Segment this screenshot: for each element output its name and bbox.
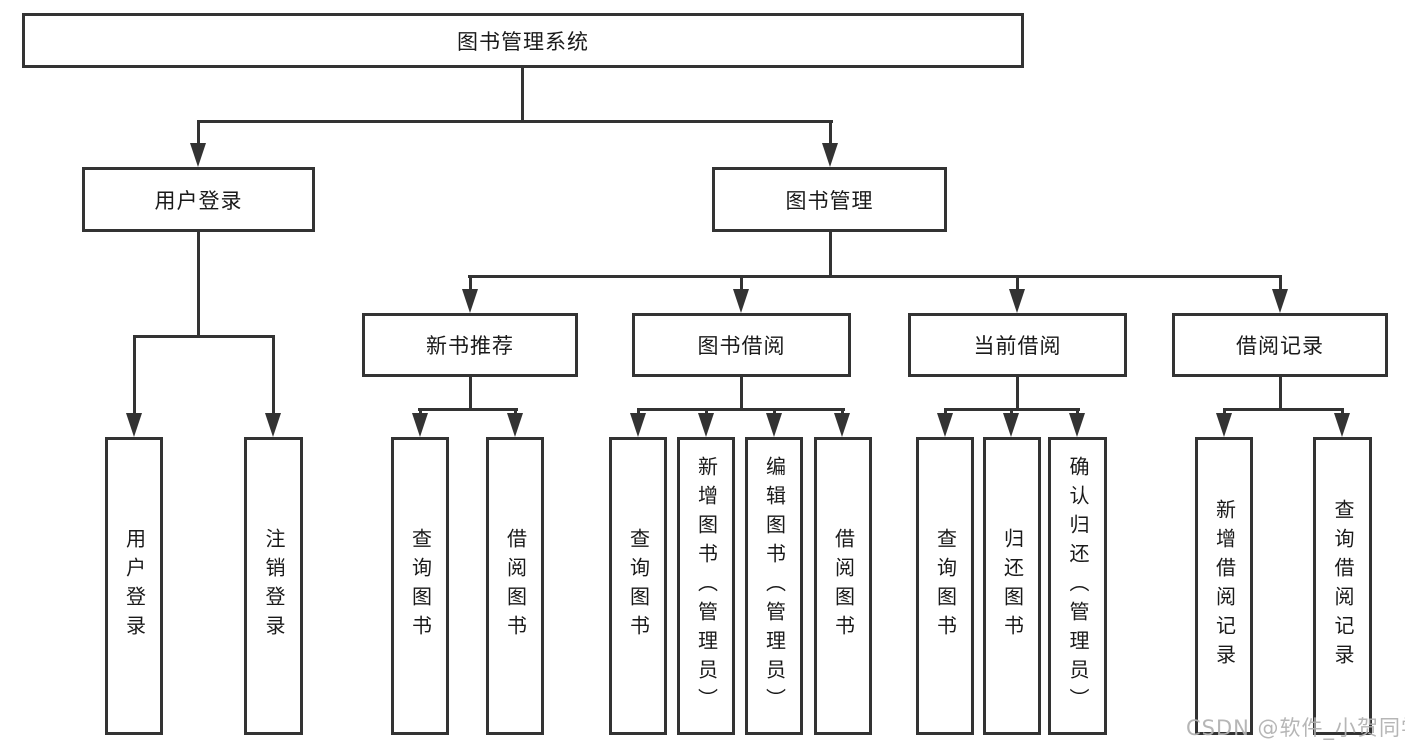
connector-drop	[514, 408, 517, 416]
arrow-down-icon	[507, 413, 523, 437]
connector-stem	[1279, 377, 1282, 411]
connector-rail	[1223, 408, 1344, 411]
leaf-query-books-current-label: 查询图书	[933, 528, 958, 644]
node-new-book-recommend-label: 新书推荐	[426, 334, 514, 358]
leaf-query-books-recommend: 查询图书	[391, 437, 449, 735]
leaf-query-books-current: 查询图书	[916, 437, 974, 735]
arrow-down-icon	[822, 143, 838, 167]
connector-drop	[133, 335, 136, 415]
leaf-borrow-books-recommend: 借阅图书	[486, 437, 544, 735]
connector-drop	[1279, 275, 1282, 291]
arrow-down-icon	[733, 289, 749, 313]
leaf-return-book-label: 归还图书	[1000, 528, 1025, 644]
leaf-confirm-return-admin-label: 确认归还（管理员）	[1066, 455, 1090, 717]
leaf-borrow-books-2: 借阅图书	[814, 437, 872, 735]
arrow-down-icon	[1334, 413, 1350, 437]
connector-drop	[1010, 408, 1013, 416]
connector-drop	[740, 275, 743, 291]
leaf-add-book-admin-label: 新增图书（管理员）	[694, 455, 719, 717]
connector-rail	[637, 408, 845, 411]
connector-drop	[1341, 408, 1344, 416]
arrow-down-icon	[412, 413, 428, 437]
connector-drop	[1223, 408, 1226, 416]
arrow-down-icon	[698, 413, 714, 437]
connector-drop	[829, 120, 832, 145]
leaf-logout-login-label: 注销登录	[262, 528, 286, 644]
arrow-down-icon	[766, 413, 782, 437]
leaf-query-books-recommend-label: 查询图书	[408, 528, 433, 644]
leaf-user-login: 用户登录	[105, 437, 163, 735]
node-borrow-records: 借阅记录	[1172, 313, 1388, 377]
connector-drop	[1016, 275, 1019, 291]
node-current-borrow-label: 当前借阅	[973, 334, 1062, 358]
connector-userlogin-stem	[197, 232, 200, 338]
connector-drop	[773, 408, 776, 416]
connector-drop	[841, 408, 844, 416]
node-book-management-label: 图书管理	[785, 188, 874, 213]
connector-stem	[469, 377, 472, 411]
connector-root-rail	[197, 120, 833, 123]
node-new-book-recommend: 新书推荐	[362, 313, 578, 377]
node-user-login: 用户登录	[82, 167, 315, 232]
node-current-borrow: 当前借阅	[908, 313, 1127, 377]
leaf-borrow-books-recommend-label: 借阅图书	[503, 528, 528, 644]
arrow-down-icon	[1069, 413, 1085, 437]
leaf-add-book-admin: 新增图书（管理员）	[677, 437, 735, 735]
connector-root-stem	[521, 68, 524, 122]
leaf-query-borrow-record: 查询借阅记录	[1313, 437, 1372, 735]
leaf-add-borrow-record-label: 新增借阅记录	[1212, 499, 1237, 673]
node-borrow-records-label: 借阅记录	[1236, 334, 1324, 358]
node-book-borrow-label: 图书借阅	[697, 334, 786, 358]
leaf-query-borrow-record-label: 查询借阅记录	[1331, 499, 1355, 673]
connector-stem	[740, 377, 743, 411]
connector-drop	[272, 335, 275, 415]
leaf-borrow-books-2-label: 借阅图书	[831, 528, 856, 644]
leaf-add-borrow-record: 新增借阅记录	[1195, 437, 1253, 735]
connector-rail	[418, 408, 518, 411]
leaf-confirm-return-admin: 确认归还（管理员）	[1048, 437, 1107, 735]
arrow-down-icon	[190, 143, 206, 167]
arrow-down-icon	[126, 413, 142, 437]
leaf-edit-book-admin-label: 编辑图书（管理员）	[762, 455, 787, 717]
leaf-logout-login: 注销登录	[244, 437, 303, 735]
arrow-down-icon	[265, 413, 281, 437]
node-book-borrow: 图书借阅	[632, 313, 851, 377]
arrow-down-icon	[462, 289, 478, 313]
arrow-down-icon	[1009, 289, 1025, 313]
connector-drop	[419, 408, 422, 416]
arrow-down-icon	[1003, 413, 1019, 437]
arrow-down-icon	[630, 413, 646, 437]
connector-stem	[1016, 377, 1019, 411]
connector-drop	[197, 120, 200, 145]
connector-drop	[705, 408, 708, 416]
node-root: 图书管理系统	[22, 13, 1024, 68]
leaf-query-books-borrow: 查询图书	[609, 437, 667, 735]
connector-userlogin-rail	[133, 335, 275, 338]
arrow-down-icon	[834, 413, 850, 437]
leaf-edit-book-admin: 编辑图书（管理员）	[745, 437, 803, 735]
arrow-down-icon	[1216, 413, 1232, 437]
leaf-return-book: 归还图书	[983, 437, 1041, 735]
connector-bookmgmt-rail	[468, 275, 1282, 278]
csdn-watermark: CSDN @软件_小贺同学	[1186, 716, 1405, 740]
connector-drop	[944, 408, 947, 416]
arrow-down-icon	[937, 413, 953, 437]
node-user-login-label: 用户登录	[154, 188, 243, 213]
connector-drop	[1076, 408, 1079, 416]
node-root-label: 图书管理系统	[457, 29, 589, 54]
connector-bookmgmt-stem	[829, 232, 832, 278]
leaf-query-books-borrow-label: 查询图书	[626, 528, 651, 644]
node-book-management: 图书管理	[712, 167, 947, 232]
arrow-down-icon	[1272, 289, 1288, 313]
leaf-user-login-label: 用户登录	[122, 528, 147, 644]
connector-drop	[469, 275, 472, 291]
connector-drop	[637, 408, 640, 416]
